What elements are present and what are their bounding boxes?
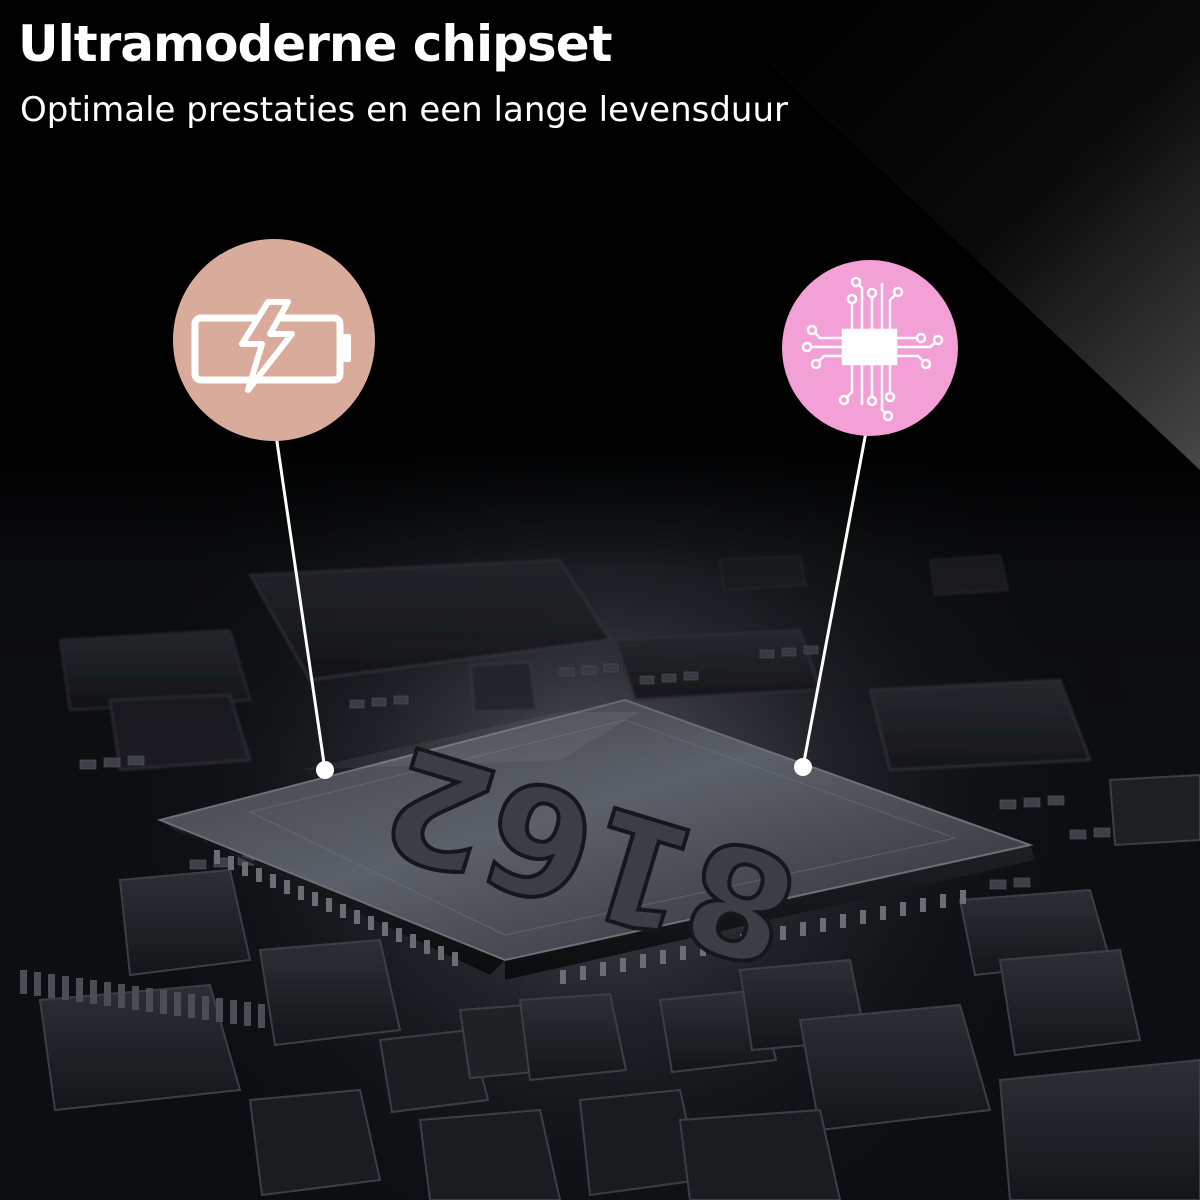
processor-circuit-icon — [808, 280, 940, 418]
processor-connector-line — [801, 431, 868, 768]
battery-connector-line — [274, 434, 327, 771]
processor-callout — [782, 260, 958, 436]
battery-charging-icon — [191, 299, 351, 393]
battery-connector-dot — [316, 761, 334, 779]
page-title: Ultramoderne chipset — [18, 15, 613, 73]
page-subtitle: Optimale prestaties en een lange levensd… — [20, 90, 789, 130]
glass-reflection — [700, 0, 1200, 470]
processor-connector-dot — [794, 758, 812, 776]
battery-callout — [173, 239, 375, 441]
